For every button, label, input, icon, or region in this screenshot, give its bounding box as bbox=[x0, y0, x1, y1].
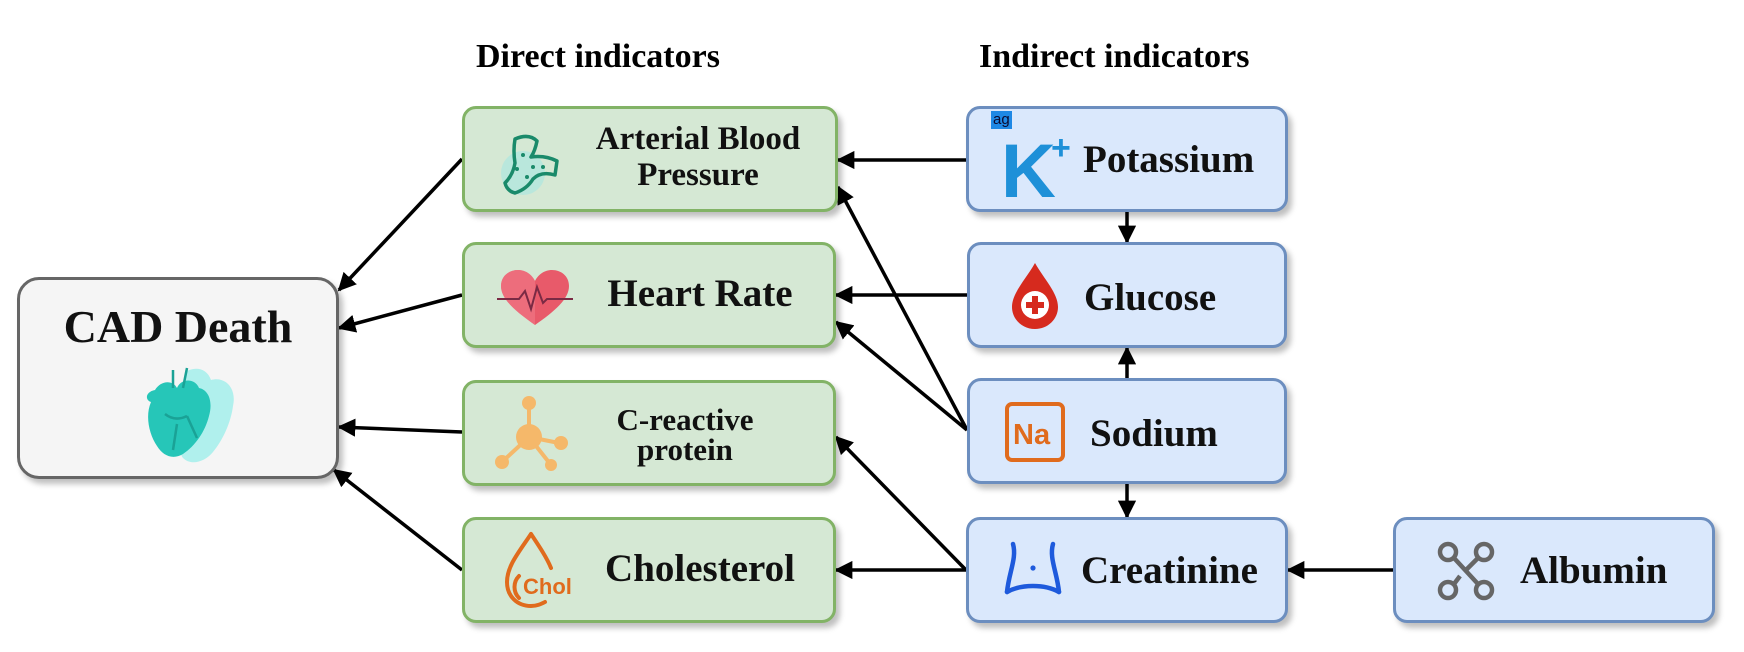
potassium-tag: ag bbox=[991, 111, 1012, 129]
node-glucose: Glucose bbox=[967, 242, 1287, 348]
node-glucose-label: Glucose bbox=[1084, 276, 1217, 319]
node-creatinine-label: Creatinine bbox=[1081, 549, 1258, 592]
molecule-icon bbox=[495, 396, 568, 471]
sodium-icon: Na bbox=[1005, 402, 1065, 462]
crp-label-line2: protein bbox=[637, 431, 733, 467]
node-potassium: ag K + Potassium bbox=[966, 106, 1288, 212]
node-potassium-label: Potassium bbox=[1083, 138, 1255, 181]
edge-crp-to-cad bbox=[337, 418, 463, 437]
heart-organ-icon bbox=[146, 367, 234, 463]
node-cholesterol: Chol Cholesterol bbox=[462, 517, 836, 623]
node-c-reactive-protein: C-reactive protein bbox=[462, 380, 836, 486]
sodium-icon-text: Na bbox=[1013, 419, 1051, 451]
node-cad-death: CAD Death bbox=[17, 277, 339, 479]
edge-abp-to-cad bbox=[337, 157, 464, 292]
node-cholesterol-label: Cholesterol bbox=[605, 547, 795, 590]
artery-icon bbox=[501, 134, 559, 195]
node-arterial-blood-pressure: Arterial Blood Pressure bbox=[462, 106, 838, 212]
kidney-torso-icon bbox=[1004, 541, 1062, 595]
cholesterol-drop-icon: Chol bbox=[504, 532, 572, 609]
edge-hr-to-cad bbox=[337, 293, 463, 333]
indirect-indicators-header: Indirect indicators bbox=[979, 38, 1250, 75]
blood-drop-icon bbox=[1012, 263, 1058, 329]
chol-icon-text: Chol bbox=[523, 574, 572, 599]
node-cad-death-label: CAD Death bbox=[63, 301, 293, 352]
potassium-icon-letter: K bbox=[1001, 129, 1056, 209]
node-albumin: Albumin bbox=[1393, 517, 1715, 623]
node-sodium: Na Sodium bbox=[967, 378, 1287, 484]
abp-label-line1: Arterial Blood bbox=[595, 121, 801, 157]
heart-pulse-icon bbox=[497, 270, 573, 325]
abp-label-line2: Pressure bbox=[637, 157, 759, 194]
edge-cr-to-crp bbox=[834, 435, 968, 572]
node-sodium-label: Sodium bbox=[1090, 412, 1218, 455]
edge-na-to-abp bbox=[836, 185, 969, 431]
crp-label-line1: C-reactive bbox=[616, 402, 754, 437]
potassium-icon-plus: + bbox=[1051, 129, 1071, 167]
edge-na-to-hr bbox=[834, 320, 969, 432]
node-heart-rate: Heart Rate bbox=[462, 242, 836, 348]
node-heart-rate-label: Heart Rate bbox=[607, 272, 793, 315]
node-c-reactive-protein-label: C-reactive protein bbox=[585, 402, 785, 467]
direct-indicators-header: Direct indicators bbox=[476, 38, 720, 75]
potassium-icon: K + bbox=[1001, 129, 1071, 209]
node-albumin-label: Albumin bbox=[1520, 549, 1668, 592]
albumin-molecule-icon bbox=[1437, 541, 1495, 601]
node-creatinine: Creatinine bbox=[966, 517, 1288, 623]
node-arterial-blood-pressure-label: Arterial Blood Pressure bbox=[583, 121, 813, 194]
edge-chol-to-cad bbox=[332, 468, 464, 572]
